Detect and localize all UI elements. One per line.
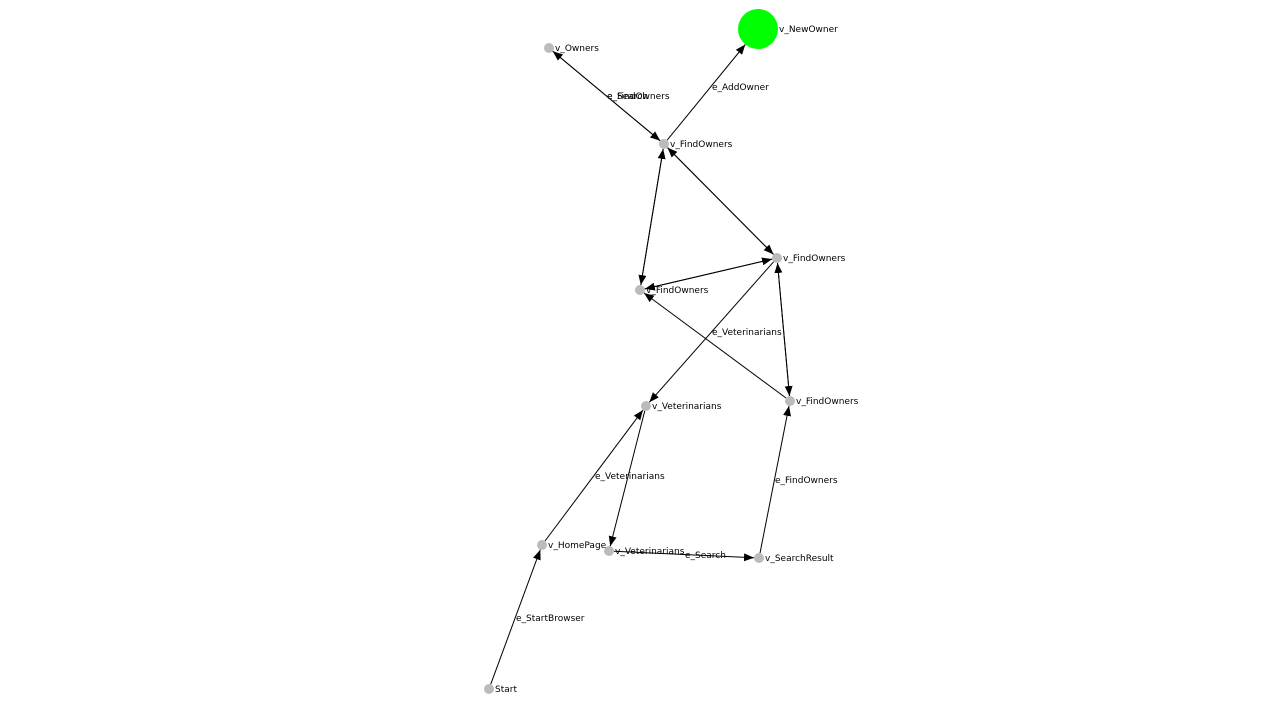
node-label: v_SearchResult [765, 554, 834, 564]
edge-vet_bottom-to-search_result [613, 550, 755, 562]
edge-label: e_AddOwner [712, 83, 769, 93]
node-label: v_Owners [555, 44, 599, 54]
edge-label: e_Veterinarians [712, 328, 782, 338]
node-label: v_Veterinarians [615, 547, 685, 557]
node-label: v_NewOwner [779, 25, 838, 35]
edge-find_c-to-find_b [774, 262, 790, 397]
graph-node [484, 684, 494, 694]
node-label: v_FindOwners [796, 397, 859, 407]
edge-find_b-to-vet_top [648, 261, 775, 403]
node-label: v_HomePage [548, 541, 607, 551]
active-node [738, 9, 778, 49]
edge-label: e_Veterinarians [595, 472, 665, 482]
graph-node [785, 396, 795, 406]
edge-find_a-to-find_top [640, 148, 666, 286]
node-label: Start [495, 685, 517, 695]
edge-label: e_FindOwners [607, 92, 670, 102]
edge-vet_top-to-vet_bottom [608, 410, 646, 547]
edge-find_c-to-find_a [643, 292, 787, 399]
edge-label: e_StartBrowser [516, 614, 585, 624]
edge-start-to-homepage [490, 549, 541, 685]
graph-node [772, 253, 782, 263]
edge-find_b-to-find_top [667, 147, 774, 255]
edge-label: e_Search [607, 92, 648, 102]
graph-node [544, 43, 554, 53]
node-label: v_FindOwners [670, 140, 733, 150]
graph-node [537, 540, 547, 550]
edge-label: e_Search [685, 551, 726, 561]
labels-layer: e_StartBrowsere_Veterinarianse_Searche_F… [495, 25, 859, 695]
edge-find_a-to-find_b [644, 257, 773, 290]
edge-find_top-to-new_owner [666, 44, 746, 141]
node-label: v_Veterinarians [652, 402, 722, 412]
node-label: v_FindOwners [646, 286, 709, 296]
edge-owners-to-find_top [552, 50, 661, 142]
node-label: v_FindOwners [783, 254, 846, 264]
graph-node [635, 285, 645, 295]
nodes-layer [484, 9, 795, 694]
edge-label: e_FindOwners [775, 476, 838, 486]
edge-homepage-to-vet_top [544, 409, 644, 542]
edge-search_result-to-find_c [759, 405, 791, 554]
graph-node [604, 546, 614, 556]
graph-node [641, 401, 651, 411]
edges-layer [490, 44, 793, 685]
graph-node [754, 553, 764, 563]
graph-node [659, 139, 669, 149]
